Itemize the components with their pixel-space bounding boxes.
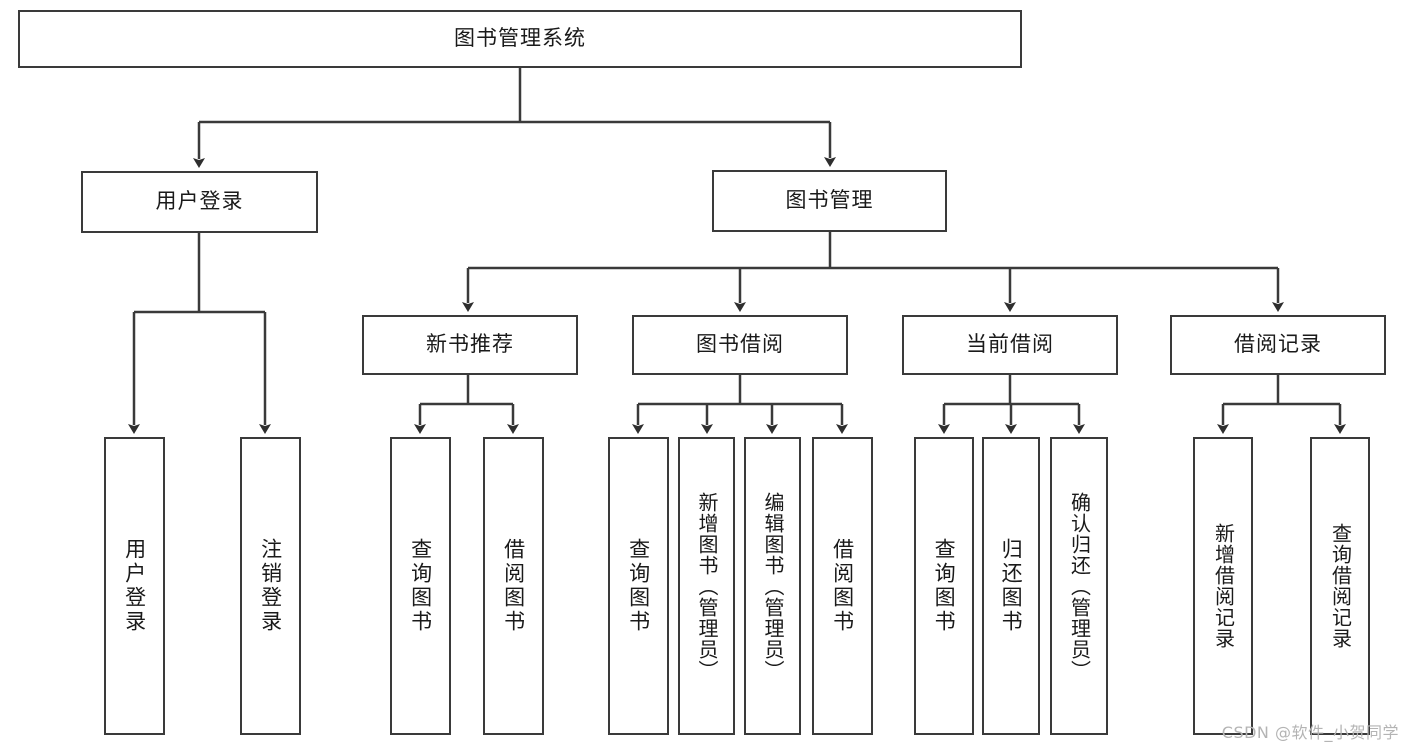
node-label: 确认归还（管理员）: [1067, 491, 1092, 681]
node-label: 查询图书: [932, 538, 957, 634]
node-label: 图书管理系统: [454, 26, 586, 51]
node-label: 借阅图书: [830, 538, 855, 634]
node-leaf-add-book[interactable]: 新增图书（管理员）: [678, 437, 735, 735]
node-book-management[interactable]: 图书管理: [712, 170, 947, 232]
node-leaf-add-record[interactable]: 新增借阅记录: [1193, 437, 1253, 735]
node-label: 当前借阅: [966, 332, 1054, 357]
node-borrow-record[interactable]: 借阅记录: [1170, 315, 1386, 375]
node-leaf-edit-book[interactable]: 编辑图书（管理员）: [744, 437, 801, 735]
node-leaf-user-login[interactable]: 用户登录: [104, 437, 165, 735]
node-book-borrow[interactable]: 图书借阅: [632, 315, 848, 375]
node-label: 查询图书: [408, 538, 433, 634]
node-leaf-borrow-book-1[interactable]: 借阅图书: [483, 437, 544, 735]
node-label: 新增借阅记录: [1211, 523, 1236, 649]
node-leaf-confirm-return[interactable]: 确认归还（管理员）: [1050, 437, 1108, 735]
node-label: 查询图书: [626, 538, 651, 634]
node-leaf-query-record[interactable]: 查询借阅记录: [1310, 437, 1370, 735]
node-new-book-recommend[interactable]: 新书推荐: [362, 315, 578, 375]
node-label: 新增图书（管理员）: [695, 491, 719, 681]
node-label: 归还图书: [999, 538, 1024, 634]
node-leaf-query-book-2[interactable]: 查询图书: [608, 437, 669, 735]
node-label: 查询借阅记录: [1328, 523, 1353, 649]
node-label: 用户登录: [155, 189, 244, 214]
node-leaf-query-book-1[interactable]: 查询图书: [390, 437, 451, 735]
node-label: 编辑图书（管理员）: [761, 491, 785, 681]
csdn-watermark: CSDN @软件_小贺同学: [1221, 723, 1399, 742]
node-leaf-return-book[interactable]: 归还图书: [982, 437, 1040, 735]
node-leaf-user-logout[interactable]: 注销登录: [240, 437, 301, 735]
node-root-system[interactable]: 图书管理系统: [18, 10, 1022, 68]
node-label: 借阅记录: [1234, 332, 1322, 357]
node-label: 借阅图书: [501, 538, 526, 634]
node-leaf-query-book-3[interactable]: 查询图书: [914, 437, 974, 735]
node-user-login[interactable]: 用户登录: [81, 171, 318, 233]
node-label: 注销登录: [258, 538, 283, 634]
node-label: 图书借阅: [696, 332, 784, 357]
node-current-borrow[interactable]: 当前借阅: [902, 315, 1118, 375]
node-label: 图书管理: [785, 188, 874, 213]
node-label: 新书推荐: [426, 332, 514, 357]
node-label: 用户登录: [122, 538, 147, 634]
node-leaf-borrow-book-2[interactable]: 借阅图书: [812, 437, 873, 735]
